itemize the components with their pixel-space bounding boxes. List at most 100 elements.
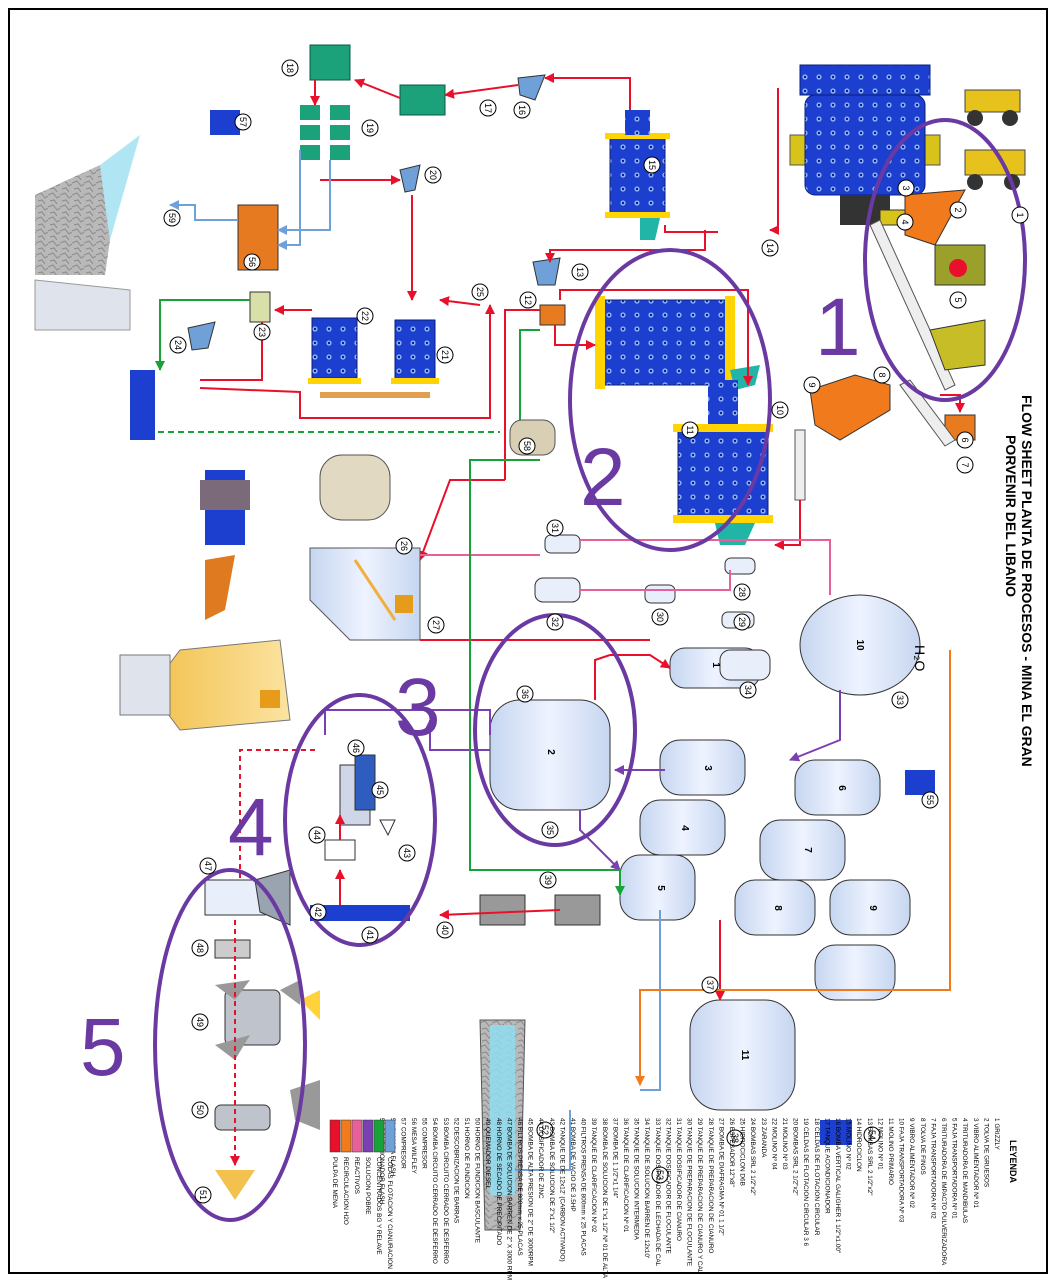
equipment-number: 43 <box>399 845 415 861</box>
svg-text:55: 55 <box>925 795 935 805</box>
legend-item: 54 BOMBA CIRCUITO CERRADO DE DESFERRO <box>431 1118 438 1264</box>
legend-item: 21 MOLINO Nº 03 <box>781 1118 788 1170</box>
equipment-number: 8 <box>874 367 890 383</box>
svg-text:40: 40 <box>440 925 450 935</box>
svg-text:23: 23 <box>257 327 267 337</box>
svg-text:10: 10 <box>775 405 785 415</box>
tank-label: 4 <box>679 825 690 831</box>
legend-color-label: CONCENTRADOS BG Y RELAVE <box>375 1157 382 1255</box>
legend-item: 1 GRIZZLY <box>993 1118 1000 1151</box>
svg-text:8: 8 <box>877 372 887 377</box>
svg-text:46: 46 <box>351 743 361 753</box>
svg-text:6: 6 <box>960 437 970 442</box>
equipment-number: 39 <box>540 872 556 888</box>
legend-item: 18 CELDAS DE FLOTACION CIRCULAR <box>813 1118 820 1236</box>
legend-color-label: COLAS FLOTACION Y CIANURACION <box>386 1157 393 1269</box>
equipment-number: 42 <box>310 904 326 920</box>
legend-item: 30 TANQUE DE PREPARACION DE FLOCULANTE <box>686 1118 693 1266</box>
equipment-number: 34 <box>740 682 756 698</box>
legend-item: 46 FILTROS PRENSA DE 800mm x 25 PLACAS <box>516 1118 523 1256</box>
tank-label: 8 <box>772 905 783 911</box>
svg-text:12: 12 <box>523 295 533 305</box>
equipment-number: 29 <box>734 614 750 630</box>
svg-text:37: 37 <box>705 980 715 990</box>
svg-text:39: 39 <box>543 875 553 885</box>
svg-text:27: 27 <box>431 620 441 630</box>
legend-item: 40 FILTROS PRENSA DE 800mm x 25 PLACAS <box>580 1118 587 1256</box>
legend-item: 3 VIBRO ALIMENTADOR Nº 01 <box>972 1118 979 1208</box>
section-number: 2 <box>580 432 626 523</box>
svg-text:20: 20 <box>428 170 438 180</box>
legend-item: 12 MOLINO Nº 01 <box>876 1118 883 1170</box>
section-number: 5 <box>80 1002 126 1093</box>
svg-text:15: 15 <box>647 160 657 170</box>
svg-text:30: 30 <box>655 612 665 622</box>
legend-item: 51 HORNO DE FUNDICION <box>463 1118 470 1199</box>
equipment-number: 33 <box>892 692 908 708</box>
svg-text:56: 56 <box>247 257 257 267</box>
equipment-number: 58 <box>519 438 535 454</box>
tank-label: 1 <box>710 662 721 668</box>
legend-item: 9 VIBRO ALIMENTADOR Nº 02 <box>908 1118 915 1208</box>
svg-text:51: 51 <box>198 1190 208 1200</box>
svg-text:31: 31 <box>550 523 560 533</box>
legend-item: 34 TANQUE DE SOLUCION BARREN DE 12x10' <box>643 1118 650 1258</box>
svg-text:13: 13 <box>575 267 585 277</box>
equipment-number: 45 <box>372 782 388 798</box>
equipment-number: 26 <box>396 538 412 554</box>
legend-item: 27 BOMBA DE DIAFRAGMA Nº 01 1 1/2" <box>717 1118 724 1236</box>
equipment-number: 28 <box>734 584 750 600</box>
legend-item: 31 TANQUE DOSIFICADOR DE CIANURO <box>675 1118 682 1241</box>
water-label: H₂O <box>912 645 928 672</box>
tank-label: 11 <box>739 1050 750 1061</box>
svg-text:28: 28 <box>737 587 747 597</box>
svg-text:18: 18 <box>285 63 295 73</box>
legend-item: 33 TANQUE DOSIFICADOR DE LECHADA DE CAL <box>654 1118 661 1267</box>
svg-text:49: 49 <box>195 1017 205 1027</box>
svg-text:24: 24 <box>173 340 183 350</box>
equipment-number: 19 <box>362 120 378 136</box>
svg-text:19: 19 <box>365 123 375 133</box>
equipment-number: 21 <box>437 347 453 363</box>
legend-color-swatch <box>363 1120 373 1152</box>
tank-label: 6 <box>836 785 847 791</box>
legend-title: LEYENDA <box>1008 1140 1018 1184</box>
equipment-number: 6 <box>957 432 973 448</box>
legend-item: 43 BOMBA DE SOLUCION DE 2"x1 1/2" <box>548 1118 555 1233</box>
equipment-number: 47 <box>200 858 216 874</box>
tank-label: 9 <box>867 905 878 911</box>
legend-item: 29 TANQUE DE PREPARACION DE CIANURO Y CA… <box>696 1118 703 1274</box>
svg-text:33: 33 <box>895 695 905 705</box>
svg-text:4: 4 <box>900 219 910 224</box>
legend-item: 5 FAJA TRANSPORTADORA Nº 01 <box>951 1118 958 1219</box>
svg-text:22: 22 <box>360 311 370 321</box>
section-number: 1 <box>815 282 861 373</box>
legend-item: 15 MOLINO Nº 02 <box>845 1118 852 1170</box>
equipment-number: 59 <box>164 210 180 226</box>
equipment-number: 27 <box>428 617 444 633</box>
legend-item: 6 TRITURADORA DE IMPACTO PULVERIZADORA <box>940 1118 947 1266</box>
legend-item: 25 HIDROCICLON D6B <box>739 1118 746 1186</box>
svg-text:32: 32 <box>550 617 560 627</box>
dump-truck-icon <box>965 90 1025 190</box>
equipment-number: 44 <box>309 827 325 843</box>
thickener-tank <box>120 420 555 730</box>
legend-item: 37 BOMBA DE 1 1/2"x1 1/4" <box>611 1118 618 1198</box>
svg-text:34: 34 <box>743 685 753 695</box>
svg-text:3: 3 <box>901 185 911 190</box>
legend-item: 23 ZARANDA <box>760 1118 767 1158</box>
legend-item: 20 BOMBAS SRL 2 1/2"x2" <box>792 1118 799 1195</box>
legend-item: 28 TANQUE DE PREPARACION DE CIANURO <box>707 1118 714 1253</box>
svg-text:45: 45 <box>375 785 385 795</box>
svg-text:14: 14 <box>765 243 775 253</box>
legend-item: 26 ESPESADOR 12"x8" <box>728 1118 735 1187</box>
svg-text:29: 29 <box>737 617 747 627</box>
equipment-number: 56 <box>244 254 260 270</box>
svg-text:35: 35 <box>545 825 555 835</box>
legend-color-swatch <box>374 1120 384 1152</box>
equipment-number: 9 <box>804 377 820 393</box>
equipment-number: 10 <box>772 402 788 418</box>
legend-item: 48 HORNO DE SECADO DE PRECIPITADO <box>495 1118 502 1245</box>
legend-item: 42 TANQUE DE DE 12x12' (CARBON ACTIVADO) <box>558 1118 565 1262</box>
